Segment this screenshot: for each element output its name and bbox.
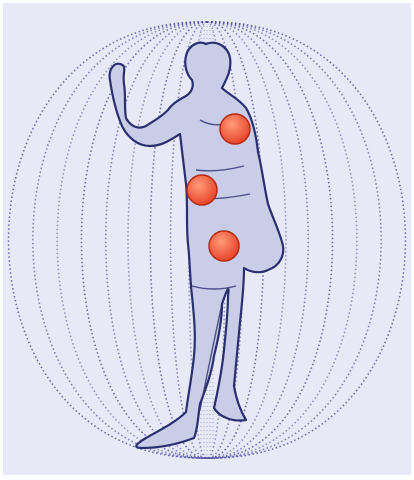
marker-pelvis	[209, 231, 239, 261]
marker-chest	[220, 114, 250, 144]
marker-abdomen	[187, 175, 217, 205]
